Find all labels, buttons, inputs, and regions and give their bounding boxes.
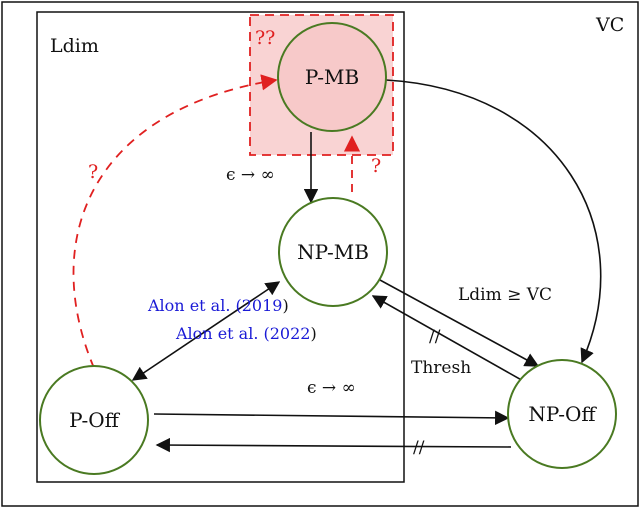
edge-npoff-to-poff bbox=[155, 437, 512, 453]
citation-2: Alon et al. (2022) bbox=[175, 324, 317, 343]
ldim-region bbox=[36, 11, 405, 483]
node-npoff-label: NP-Off bbox=[528, 402, 597, 426]
node-poff-label: P-Off bbox=[69, 408, 121, 432]
node-pmb-label: P-MB bbox=[305, 65, 359, 89]
vc-region-label: VC bbox=[595, 14, 624, 36]
edge-label-npmb-to-pmb-question: ? bbox=[371, 155, 381, 177]
edge-npoff-to-npmb bbox=[371, 295, 526, 383]
edge-poff-to-npoff bbox=[153, 410, 510, 426]
edge-label-npoff-to-npmb: Thresh bbox=[411, 358, 471, 378]
node-npmb-label: NP-MB bbox=[297, 240, 369, 264]
ldim-region-label: Ldim bbox=[50, 35, 99, 57]
edge-poff-to-pmb-question bbox=[72, 74, 278, 369]
edge-poff-npmb bbox=[131, 281, 281, 381]
not-implies-mark-2: // bbox=[413, 438, 425, 458]
edge-label-poff-to-npoff: ϵ → ∞ bbox=[307, 378, 356, 398]
edge-label-poff-to-pmb-question: ? bbox=[88, 161, 98, 183]
citation-1: Alon et al. (2019) bbox=[147, 296, 289, 315]
edge-label-npmb-to-npoff: Ldim ≥ VC bbox=[458, 285, 552, 305]
node-pmb: P-MB bbox=[277, 22, 387, 132]
edge-npmb-to-npoff bbox=[379, 279, 540, 367]
node-npoff: NP-Off bbox=[507, 359, 617, 469]
edge-pmb-to-npoff bbox=[385, 79, 602, 364]
open-question-box-label: ?? bbox=[255, 27, 275, 49]
node-poff: P-Off bbox=[39, 365, 149, 475]
node-npmb: NP-MB bbox=[278, 197, 388, 307]
not-implies-mark-1: // bbox=[429, 327, 441, 347]
edge-label-pmb-to-npmb: ϵ → ∞ bbox=[226, 165, 275, 185]
